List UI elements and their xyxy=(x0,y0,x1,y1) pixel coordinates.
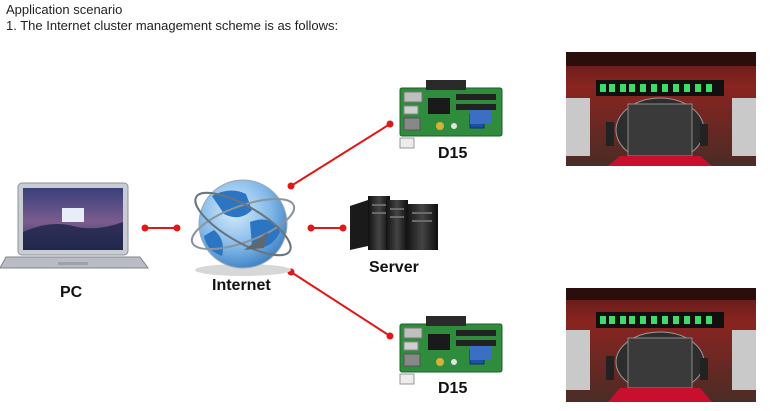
globe-icon xyxy=(190,179,296,276)
controller-top-label: D15 xyxy=(438,145,467,162)
link-internet-controller-bottom xyxy=(290,271,391,337)
controller-bottom-icon xyxy=(399,315,503,385)
link-internet-controller-top xyxy=(290,123,391,187)
page-subheading: 1. The Internet cluster management schem… xyxy=(6,18,339,33)
pc-label: PC xyxy=(60,284,83,301)
controller-top-icon xyxy=(399,79,503,149)
link-endpoints xyxy=(141,120,394,340)
server-rack-icon xyxy=(350,196,438,250)
server-label: Server xyxy=(369,259,419,276)
led-sign-photo-top xyxy=(566,52,756,166)
page-heading: Application scenario xyxy=(6,2,123,17)
led-sign-photo-bottom xyxy=(566,288,756,402)
controller-bottom-label: D15 xyxy=(438,380,467,397)
connection-links xyxy=(145,123,391,337)
internet-label: Internet xyxy=(212,277,271,294)
laptop-icon xyxy=(0,182,149,269)
